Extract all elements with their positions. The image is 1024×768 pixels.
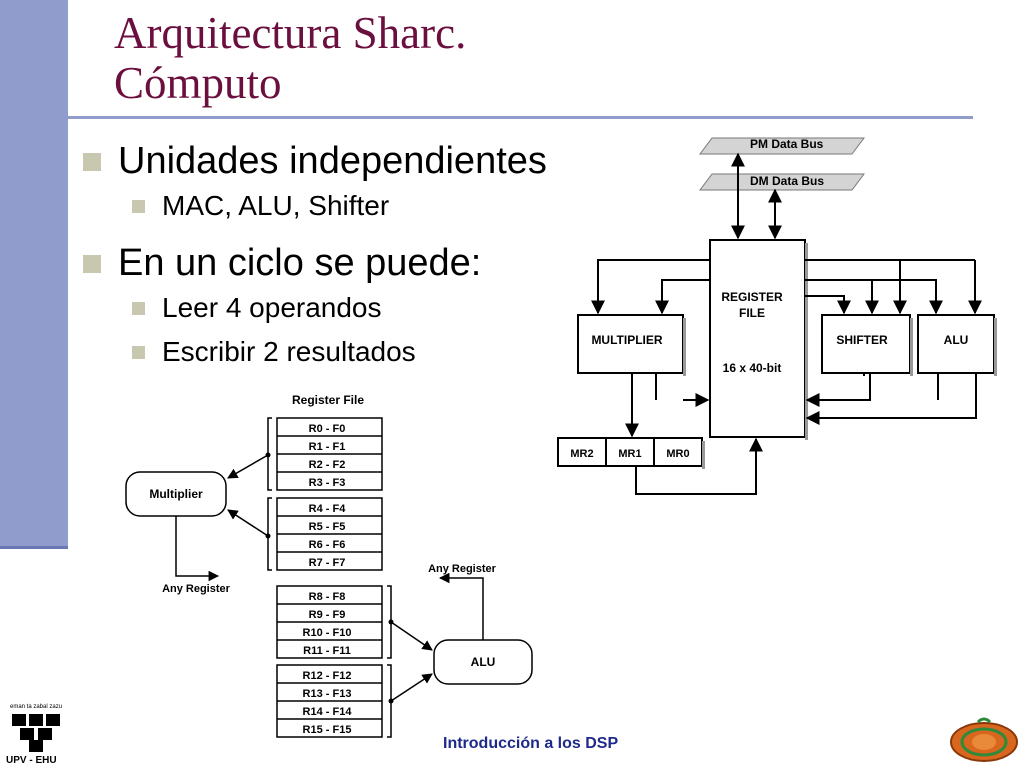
reg-r13: R13 - F13 xyxy=(303,688,352,700)
multiplier-box xyxy=(577,314,684,374)
dm-data-bus-label: DM Data Bus xyxy=(750,174,824,188)
reg-r7: R7 - F7 xyxy=(309,557,346,569)
upv-ehu-logo-icon xyxy=(12,714,60,752)
reg-r1: R1 - F1 xyxy=(309,441,346,453)
register-group-r12-r15: R12 - F12 R13 - F13 R14 - F14 R15 - F15 xyxy=(276,664,392,738)
reg-r15: R15 - F15 xyxy=(303,724,352,736)
reg-r3: R3 - F3 xyxy=(309,477,346,489)
register-group-r4-r7: R4 - F4 R5 - F5 R6 - F6 R7 - F7 xyxy=(267,497,383,571)
multiplier-label: MULTIPLIER xyxy=(591,333,662,347)
alu-box xyxy=(917,314,995,374)
reg-r12: R12 - F12 xyxy=(303,670,352,682)
register-group-r8-r11: R8 - F8 R9 - F9 R10 - F10 R11 - F11 xyxy=(276,585,392,659)
computation-units-diagram: PM Data Bus DM Data Bus REGISTER FILE 16… xyxy=(557,137,997,495)
reg-r2: R2 - F2 xyxy=(309,459,346,471)
reg-r9: R9 - F9 xyxy=(309,609,346,621)
bullet-mac-alu-shifter: MAC, ALU, Shifter xyxy=(80,184,547,228)
slide-title-line-2: Cómputo xyxy=(114,58,282,108)
bullet-unidades: Unidades independientes xyxy=(80,138,547,184)
reg-r5: R5 - F5 xyxy=(309,521,346,533)
sidebar-underline xyxy=(0,546,68,549)
bullet-gap xyxy=(80,228,547,240)
register-file-label-2: FILE xyxy=(739,306,765,320)
pumpkin-logo-icon xyxy=(950,717,1018,762)
bullet-list: Unidades independientes MAC, ALU, Shifte… xyxy=(80,138,547,374)
mr2-label: MR2 xyxy=(570,448,593,460)
any-register-label-1: Any Register xyxy=(162,583,231,595)
alu-label: ALU xyxy=(944,333,969,347)
mr0-label: MR0 xyxy=(666,448,689,460)
any-register-label-2: Any Register xyxy=(428,563,497,575)
register-file-label: REGISTER xyxy=(721,290,783,304)
slide-title: Arquitectura Sharc. Cómputo xyxy=(114,8,466,108)
pm-data-bus: PM Data Bus xyxy=(699,137,865,155)
reg-r10: R10 - F10 xyxy=(303,627,352,639)
multiplier-node-label: Multiplier xyxy=(149,487,203,501)
dm-data-bus: DM Data Bus xyxy=(699,173,865,191)
alu-node-label: ALU xyxy=(471,655,496,669)
register-file-size: 16 x 40-bit xyxy=(723,361,782,375)
title-rule xyxy=(68,116,973,119)
shifter-box xyxy=(821,314,911,374)
pm-data-bus-label: PM Data Bus xyxy=(750,137,824,151)
bullet-escribir-resultados: Escribir 2 resultados xyxy=(80,330,547,374)
reg-r14: R14 - F14 xyxy=(303,706,353,718)
reg-r4: R4 - F4 xyxy=(309,503,347,515)
register-file-box xyxy=(709,239,806,438)
logo-motto: eman ta zabal zazu xyxy=(10,704,63,710)
slide-title-line-1: Arquitectura Sharc. xyxy=(114,8,467,58)
reg-r6: R6 - F6 xyxy=(309,539,346,551)
shifter-label: SHIFTER xyxy=(836,333,888,347)
reg-r0: R0 - F0 xyxy=(309,423,346,435)
register-group-r0-r3: R0 - F0 R1 - F1 R2 - F2 R3 - F3 xyxy=(267,417,383,491)
register-file-title: Register File xyxy=(292,393,364,407)
reg-r8: R8 - F8 xyxy=(309,591,346,603)
bullet-ciclo: En un ciclo se puede: xyxy=(80,240,547,286)
logo-org-name: UPV - EHU xyxy=(6,755,57,766)
register-file-diagram: Register File R0 - F0 R1 - F1 R2 - F2 R3… xyxy=(125,393,533,738)
reg-r11: R11 - F11 xyxy=(303,645,351,657)
footer-text: Introducción a los DSP xyxy=(443,735,619,752)
mr1-label: MR1 xyxy=(618,448,641,460)
sidebar-accent xyxy=(0,0,68,548)
bullet-leer-operandos: Leer 4 operandos xyxy=(80,286,547,330)
